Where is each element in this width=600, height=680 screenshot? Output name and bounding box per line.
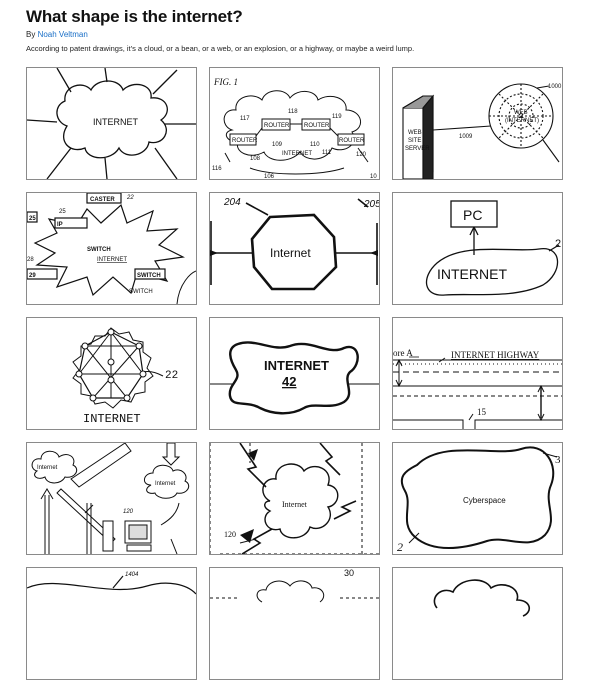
svg-text:120: 120 — [356, 152, 367, 158]
svg-text:1404: 1404 — [125, 572, 139, 578]
drawing-lightning-cloud[interactable]: Internet 120 — [209, 442, 380, 555]
article-page: What shape is the internet? By Noah Velt… — [26, 7, 563, 680]
svg-text:110: 110 — [310, 142, 320, 148]
svg-text:10: 10 — [370, 174, 377, 179]
svg-text:ROUTER: ROUTER — [339, 138, 365, 144]
svg-text:INTERNET: INTERNET — [97, 257, 127, 263]
byline-prefix: By — [26, 30, 36, 39]
svg-text:SWITCH: SWITCH — [129, 289, 153, 295]
svg-text:108: 108 — [250, 156, 261, 162]
svg-text:SWITCH: SWITCH — [137, 273, 161, 279]
svg-text:PC: PC — [463, 207, 482, 223]
drawing-14-svg: 30 — [210, 568, 379, 603]
svg-text:(INTERNET): (INTERNET) — [505, 118, 539, 124]
drawing-6-svg: PC INTERNET 2 — [426, 200, 561, 296]
drawing-octagon-internet[interactable]: 204 205 Internet — [209, 192, 380, 305]
svg-text:WEB: WEB — [514, 110, 528, 116]
svg-text:120: 120 — [224, 530, 236, 539]
svg-text:FIG. 1: FIG. 1 — [213, 77, 238, 87]
drawing-10-svg: Internet Internet 120 — [31, 443, 190, 554]
svg-text:1009: 1009 — [459, 134, 473, 140]
svg-text:ROUTER: ROUTER — [304, 123, 330, 129]
drawing-5-svg: 204 205 Internet — [210, 197, 379, 291]
drawing-switch-explosion[interactable]: CASTER 25 IP 29 SWITCH SWITCH 22 25 INTE… — [26, 192, 197, 305]
svg-text:ore A: ore A — [393, 348, 413, 358]
svg-text:INTERNET: INTERNET — [83, 412, 141, 426]
drawing-web-server[interactable]: 1000 WEB SITE SERVER 1009 WEB (INTERNET) — [392, 67, 563, 180]
drawing-7-svg: 22 INTERNET — [72, 327, 178, 426]
drawing-2-svg: FIG. 1 117 118 — [212, 77, 377, 179]
drawing-router-cloud[interactable]: FIG. 1 117 118 — [209, 67, 380, 180]
drawing-web-mesh[interactable]: 22 INTERNET — [26, 317, 197, 430]
drawing-cloud-internet[interactable]: INTERNET — [26, 67, 197, 180]
drawing-lump-internet[interactable]: INTERNET 42 — [209, 317, 380, 430]
svg-text:CASTER: CASTER — [90, 197, 115, 203]
svg-text:2: 2 — [397, 540, 403, 554]
svg-text:SITE: SITE — [408, 138, 421, 144]
drawing-computer-clouds[interactable]: Internet Internet 120 — [26, 442, 197, 555]
svg-text:INTERNET: INTERNET — [437, 266, 507, 282]
svg-text:Internet: Internet — [155, 481, 176, 487]
svg-text:111: 111 — [322, 150, 332, 156]
drawing-11-svg: Internet 120 — [210, 443, 379, 554]
drawing-1-label: INTERNET — [93, 117, 139, 127]
page-title: What shape is the internet? — [26, 7, 243, 26]
drawing-internet-highway[interactable]: ore A INTERNET HIGHWAY 15 — [392, 317, 563, 430]
svg-text:29: 29 — [29, 273, 36, 279]
svg-text:3: 3 — [555, 454, 561, 466]
drawing-8-svg: INTERNET 42 — [210, 341, 379, 415]
svg-text:Cyberspace: Cyberspace — [463, 496, 506, 505]
svg-text:SWITCH: SWITCH — [87, 247, 111, 253]
svg-text:Internet: Internet — [37, 465, 58, 471]
svg-text:109: 109 — [272, 142, 283, 148]
svg-text:INTERNET: INTERNET — [264, 358, 329, 373]
drawing-1-svg: INTERNET — [27, 68, 196, 179]
svg-text:28: 28 — [27, 257, 34, 263]
svg-text:SERVER: SERVER — [405, 146, 430, 152]
svg-text:1000: 1000 — [548, 84, 562, 90]
svg-text:120: 120 — [123, 509, 134, 515]
drawing-partial-30[interactable]: 30 — [209, 567, 380, 680]
svg-text:Internet: Internet — [270, 246, 311, 260]
drawing-3-svg: 1000 WEB SITE SERVER 1009 WEB (INTERNET) — [402, 83, 562, 179]
drawing-partial-cloud[interactable] — [392, 567, 563, 680]
svg-text:INTERNET HIGHWAY: INTERNET HIGHWAY — [451, 350, 540, 360]
drawing-15-svg — [433, 579, 530, 617]
svg-text:25: 25 — [29, 216, 36, 222]
drawing-pc-internet[interactable]: PC INTERNET 2 — [392, 192, 563, 305]
svg-text:2: 2 — [555, 238, 561, 250]
svg-text:204: 204 — [223, 197, 241, 208]
svg-text:118: 118 — [288, 109, 298, 115]
svg-text:116: 116 — [212, 166, 222, 172]
svg-text:IP: IP — [57, 222, 63, 228]
svg-text:25: 25 — [59, 209, 66, 215]
svg-text:106: 106 — [264, 174, 275, 179]
svg-text:42: 42 — [282, 374, 296, 389]
svg-text:15: 15 — [477, 407, 487, 417]
svg-text:ROUTER: ROUTER — [232, 138, 258, 144]
drawing-partial-1404[interactable]: 1404 — [26, 567, 197, 680]
drawing-12-svg: Cyberspace 3 2 — [397, 446, 561, 554]
svg-text:205: 205 — [363, 199, 379, 210]
svg-text:WEB: WEB — [408, 130, 422, 136]
drawing-9-svg: ore A INTERNET HIGHWAY 15 — [393, 348, 562, 429]
svg-text:22: 22 — [126, 195, 134, 201]
svg-text:30: 30 — [344, 568, 354, 578]
drawing-13-svg: 1404 — [27, 572, 196, 595]
svg-text:117: 117 — [240, 116, 250, 122]
drawing-4-svg: CASTER 25 IP 29 SWITCH SWITCH 22 25 INTE… — [27, 193, 196, 304]
article-description: According to patent drawings, it's a clo… — [26, 44, 415, 53]
svg-text:119: 119 — [332, 114, 342, 120]
svg-text:Internet: Internet — [282, 500, 308, 509]
svg-text:INTERNET: INTERNET — [282, 151, 312, 157]
svg-text:22: 22 — [165, 370, 178, 382]
svg-text:ROUTER: ROUTER — [264, 123, 290, 129]
drawing-cyberspace-bean[interactable]: Cyberspace 3 2 — [392, 442, 563, 555]
author-link[interactable]: Noah Veltman — [37, 30, 88, 39]
byline: By Noah Veltman — [26, 30, 88, 39]
